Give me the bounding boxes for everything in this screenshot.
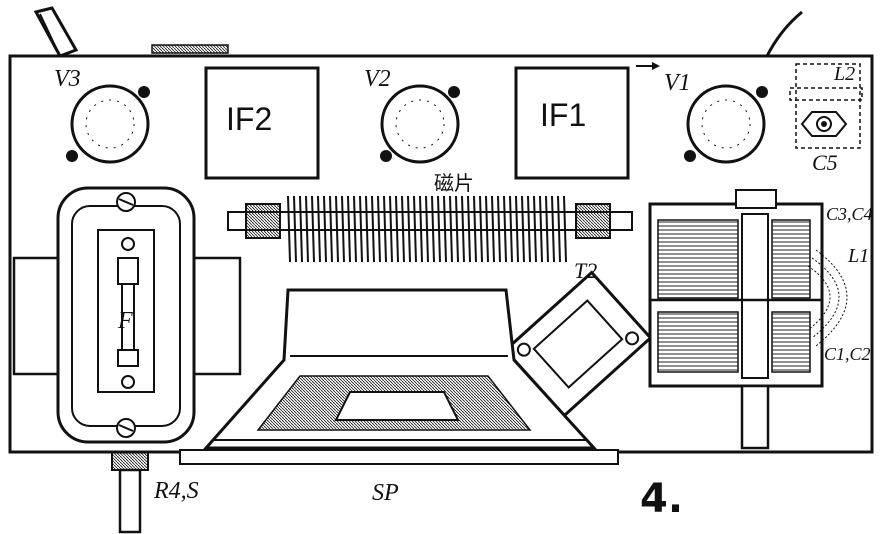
tuning-capacitor	[648, 189, 848, 450]
l2-c5-assembly	[789, 63, 863, 149]
winding-fin	[509, 195, 513, 263]
winding-fin	[305, 195, 309, 263]
label-l2: L2	[833, 63, 855, 85]
winding-fin	[527, 195, 531, 263]
label-if2: IF2	[226, 101, 272, 137]
winding-fin	[317, 195, 321, 263]
speaker-bracket	[179, 449, 619, 465]
winding-fin	[551, 195, 555, 263]
winding-fin	[497, 195, 501, 263]
label-c3c4: C3,C4	[826, 204, 873, 224]
label-l1: L1	[847, 245, 869, 267]
volume-control-shaft	[111, 451, 149, 534]
winding-fin	[515, 195, 519, 263]
top-clip-left	[33, 6, 79, 58]
label-c1c2: C1,C2	[824, 344, 871, 364]
winding-fin	[371, 195, 375, 263]
winding-fin	[419, 195, 423, 263]
label-v1: V1	[664, 70, 691, 96]
winding-fin	[377, 195, 381, 263]
label-sp: SP	[372, 480, 399, 506]
winding-fin	[323, 195, 327, 263]
figure-number: 4.	[640, 476, 683, 522]
winding-fin	[473, 195, 477, 263]
tube-socket-v1	[684, 84, 768, 164]
winding-fin	[467, 195, 471, 263]
winding-fin	[347, 195, 351, 263]
label-fuse: F	[117, 308, 133, 334]
winding-fin	[491, 195, 495, 263]
winding-fin	[425, 195, 429, 263]
winding-fin	[539, 195, 543, 263]
label-if1: IF1	[540, 97, 586, 133]
winding-fin	[479, 195, 483, 263]
tube-socket-v2	[380, 84, 460, 164]
winding-fin	[383, 195, 387, 263]
winding-fin	[563, 195, 567, 263]
winding-fin	[557, 195, 561, 263]
winding-fin	[359, 195, 363, 263]
winding-fin	[395, 195, 399, 263]
winding-fin	[365, 195, 369, 263]
winding-fin	[353, 195, 357, 263]
winding-fin	[293, 195, 297, 263]
winding-fin	[413, 195, 417, 263]
tube-socket-v3	[66, 84, 150, 164]
label-v3: V3	[54, 66, 81, 92]
if1-can	[514, 66, 630, 180]
antenna-wire	[764, 10, 803, 59]
winding-fin	[431, 195, 435, 263]
winding-fin	[437, 195, 441, 263]
winding-fin	[545, 195, 549, 263]
winding-fin	[461, 195, 465, 263]
label-t2: T2	[574, 258, 597, 283]
ferrite-rod-antenna	[227, 195, 633, 263]
winding-fin	[485, 195, 489, 263]
winding-fin	[443, 195, 447, 263]
speaker	[179, 288, 619, 465]
winding-fin	[389, 195, 393, 263]
ferrite-rod	[227, 211, 633, 231]
winding-fin	[287, 195, 291, 263]
rod-nut-right	[575, 203, 611, 239]
output-transformer-t2	[503, 270, 653, 418]
winding-fin	[455, 195, 459, 263]
winding-fin	[335, 195, 339, 263]
winding-fin	[449, 195, 453, 263]
label-r4s: R4,S	[153, 478, 199, 504]
winding-fin	[311, 195, 315, 263]
winding-fin	[329, 195, 333, 263]
arrow-head-icon	[652, 62, 660, 70]
tuning-shaft	[740, 384, 770, 450]
winding-fin	[533, 195, 537, 263]
winding-fin	[299, 195, 303, 263]
rod-nut-left	[245, 203, 281, 239]
winding-fin	[407, 195, 411, 263]
label-c5: C5	[812, 150, 838, 175]
winding-fin	[401, 195, 405, 263]
top-bracket	[151, 44, 229, 54]
fuse	[117, 237, 139, 389]
label-ferrite: 磁片	[434, 172, 474, 195]
winding-fin	[521, 195, 525, 263]
winding-fin	[341, 195, 345, 263]
label-v2: V2	[364, 66, 391, 92]
if2-can	[204, 66, 320, 180]
winding-fin	[503, 195, 507, 263]
